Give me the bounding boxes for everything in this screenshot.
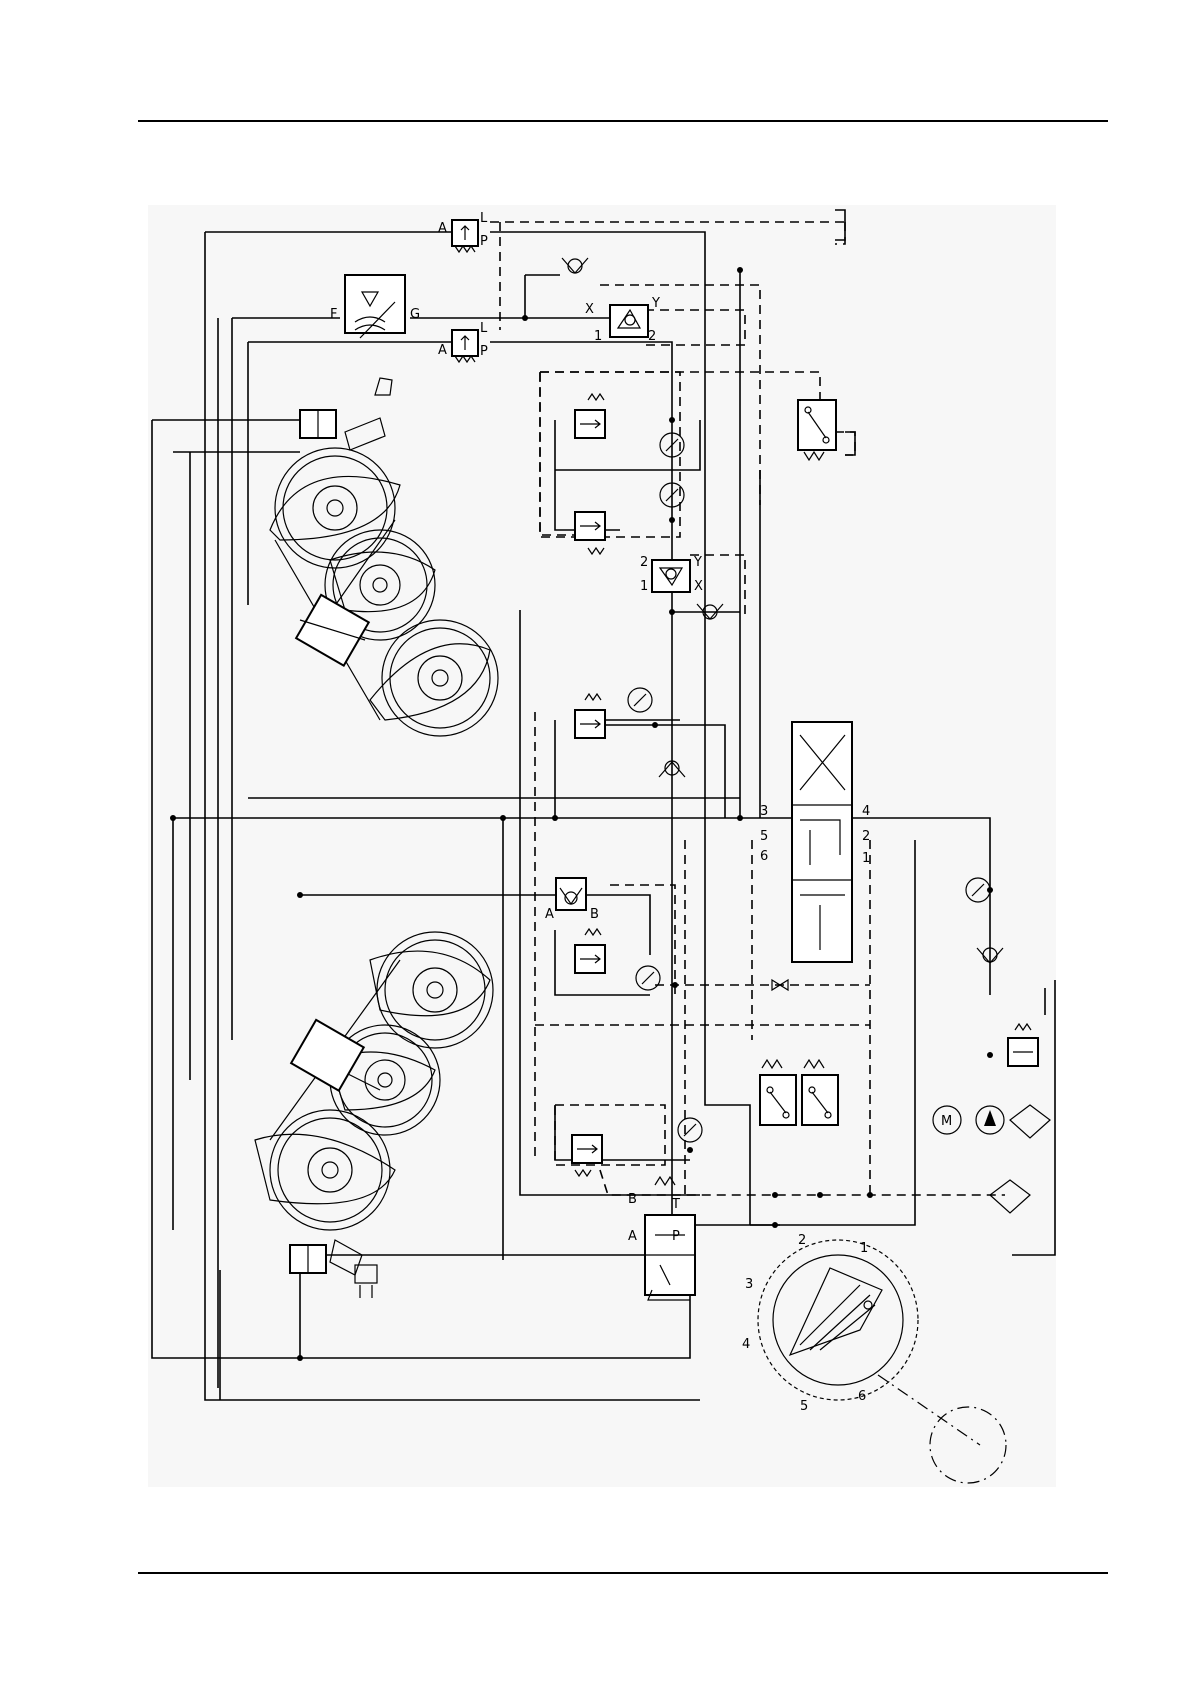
relief-mid-A-label: A [438,343,447,358]
pressure-switch-top [798,400,836,460]
valve-P-label: P [672,1229,680,1244]
detail-1-label: 1 [860,1241,868,1256]
shuttle-mid-Y-label: Y [693,555,702,570]
valve-A-label: A [628,1229,637,1244]
valve-T-label: T [671,1197,680,1212]
shuttle-top-1-label: 1 [594,329,602,344]
shuttle-mid-2-label: 2 [640,555,648,570]
detail-6-label: 6 [858,1389,866,1404]
relief-mid-P-label: P [480,344,488,359]
detail-5-label: 5 [800,1399,808,1414]
relief-top-A-label: A [438,221,447,236]
detail-2-label: 2 [798,1233,806,1248]
shuttle-mid-1-label: 1 [640,579,648,594]
shuttle-mid-X-label: X [694,579,703,594]
flow-G-label: G [410,307,420,322]
detail-4-label: 4 [742,1337,750,1352]
port-3-label: 3 [760,804,768,819]
relief-top-L-label: L [480,211,488,226]
relief-mid-L-label: L [480,321,488,336]
port-1-label: 1 [862,851,870,866]
port-2-label: 2 [862,829,870,844]
port-4-label: 4 [862,804,870,819]
check-B-label: B [590,907,599,922]
check-A-label: A [545,907,554,922]
valve-B-label: B [628,1192,637,1207]
detail-3-label: 3 [745,1277,753,1292]
flow-F-label: F [330,307,337,322]
shuttle-top-X-label: X [585,302,594,317]
shuttle-top-2-label: 2 [648,329,656,344]
shuttle-top-Y-label: Y [651,296,660,311]
relief-top-P-label: P [480,234,488,249]
port-5-label: 5 [760,829,768,844]
port-6-label: 6 [760,849,768,864]
motor-M-label: M [941,1114,952,1129]
